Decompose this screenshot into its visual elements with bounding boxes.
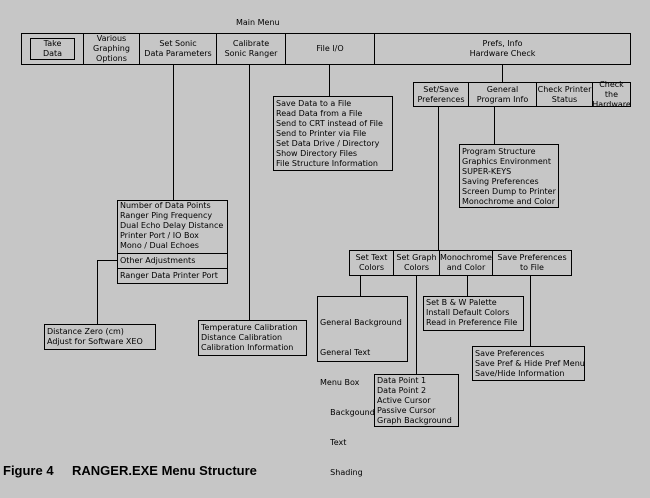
program-info-item[interactable]: Graphics Environment [462,157,551,166]
program-info-item[interactable]: Saving Preferences [462,177,539,186]
mono-color-item[interactable]: Read in Preference File [426,318,518,327]
file-io-item[interactable]: File Structure Information [276,159,378,168]
text-color-item[interactable]: General Text [320,348,371,357]
menu-item-set-save-prefs[interactable]: Set/Save Preferences [414,83,469,106]
file-io-item[interactable]: Send to Printer via File [276,129,367,138]
divider [118,253,227,254]
text-color-item[interactable]: Text [320,438,347,447]
program-info-item[interactable]: Screen Dump to Printer [462,187,556,196]
graph-color-item[interactable]: Active Cursor [377,396,431,405]
graph-colors-menu: Data Point 1 Data Point 2 Active Cursor … [374,374,459,427]
menu-item-set-graph-colors[interactable]: Set Graph Colors [394,251,440,275]
menu-item-set-text-colors[interactable]: Set Text Colors [350,251,394,275]
prefs-submenu: Set/Save Preferences General Program Inf… [413,79,631,109]
menu-item-file-io[interactable]: File I/O [286,34,375,64]
main-menu-title: Main Menu [236,18,280,27]
text-colors-menu: General Background General Text Menu Box… [317,296,408,477]
text-color-item[interactable]: Backgound [320,408,375,417]
menu-item-calibrate-ranger[interactable]: Calibrate Sonic Ranger [217,34,286,64]
file-io-item[interactable]: Read Data from a File [276,109,363,118]
other-adjustments-item[interactable]: Other Adjustments [120,256,196,265]
connector-other-adjustments [97,260,118,324]
text-color-item[interactable]: General Background [320,318,402,327]
data-parameters-menu: Number of Data Points Ranger Ping Freque… [117,200,228,284]
data-param-item[interactable]: Ranger Ping Frequency [120,211,213,220]
mono-color-menu: Set B & W Palette Install Default Colors… [423,296,524,331]
figure-title: RANGER.EXE Menu Structure [72,463,257,478]
program-info-menu: Program Structure Graphics Environment S… [459,144,559,208]
graph-color-item[interactable]: Passive Cursor [377,406,436,415]
save-prefs-item[interactable]: Save/Hide Information [475,369,565,378]
save-prefs-item[interactable]: Save Pref & Hide Pref Menu [475,359,585,368]
program-info-item[interactable]: Monochrome and Color [462,197,555,206]
menu-item-check-hardware[interactable]: Check the Hardware [592,79,631,109]
data-param-item[interactable]: Number of Data Points [120,201,211,210]
text-color-item[interactable]: Shading [320,468,363,477]
graph-color-item[interactable]: Data Point 2 [377,386,427,395]
menu-item-take-data[interactable]: Take Data [22,34,83,64]
program-info-item[interactable]: Program Structure [462,147,536,156]
divider [83,34,84,64]
menu-item-graphing-options[interactable]: Various Graphing Options [84,34,140,64]
divider [118,268,227,269]
calibration-menu: Temperature Calibration Distance Calibra… [198,320,307,356]
calibration-item[interactable]: Distance Calibration [201,333,283,342]
main-menu-bar: Take Data Various Graphing Options Set S… [21,33,631,65]
menu-item-check-printer[interactable]: Check Printer Status [537,83,593,106]
save-prefs-item[interactable]: Save Preferences [475,349,545,358]
figure-number: Figure 4 [3,463,54,478]
menu-item-save-prefs-file[interactable]: Save Preferences to File [497,253,567,272]
program-info-item[interactable]: SUPER-KEYS [462,167,512,176]
other-adjustment-item[interactable]: Adjust for Software XEO [47,337,143,346]
data-param-item[interactable]: Mono / Dual Echoes [120,241,199,250]
printer-port-item[interactable]: Ranger Data Printer Port [120,271,218,280]
file-io-menu: Save Data to a File Read Data from a Fil… [273,96,393,171]
set-save-prefs-submenu: Set Text Colors Set Graph Colors Monochr… [349,250,572,276]
take-data-label: Take Data [30,38,75,60]
data-param-item[interactable]: Dual Echo Delay Distance [120,221,224,230]
graph-color-item[interactable]: Graph Background [377,416,452,425]
graph-color-item[interactable]: Data Point 1 [377,376,427,385]
file-io-item[interactable]: Send to CRT instead of File [276,119,383,128]
calibration-item[interactable]: Temperature Calibration [201,323,298,332]
text-color-item[interactable]: Menu Box [320,378,360,387]
file-io-item[interactable]: Set Data Drive / Directory [276,139,380,148]
data-param-item[interactable]: Printer Port / IO Box [120,231,199,240]
file-io-item[interactable]: Show Directory Files [276,149,358,158]
menu-item-program-info[interactable]: General Program Info [469,83,537,106]
menu-item-data-parameters[interactable]: Set Sonic Data Parameters [140,34,217,64]
calibration-item[interactable]: Calibration Information [201,343,294,352]
menu-item-prefs-info[interactable]: Prefs, Info Hardware Check [469,39,536,58]
other-adjustments-menu: Distance Zero (cm) Adjust for Software X… [44,324,156,350]
menu-item-monochrome-color[interactable]: Monochrome and Color [440,251,493,275]
mono-color-item[interactable]: Install Default Colors [426,308,510,317]
other-adjustment-item[interactable]: Distance Zero (cm) [47,327,124,336]
save-prefs-menu: Save Preferences Save Pref & Hide Pref M… [472,346,585,381]
file-io-item[interactable]: Save Data to a File [276,99,352,108]
mono-color-item[interactable]: Set B & W Palette [426,298,497,307]
